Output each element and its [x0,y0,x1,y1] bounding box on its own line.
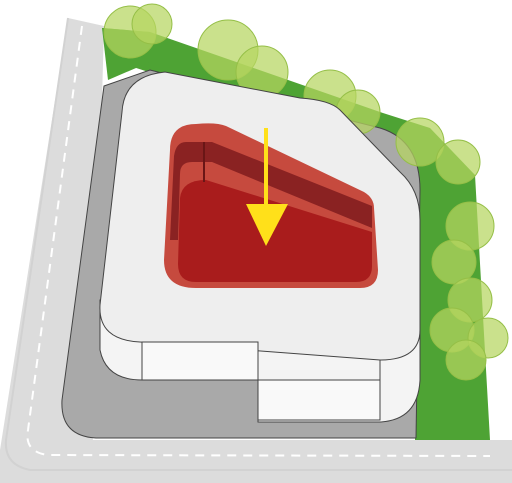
grass-area [102,28,490,440]
arrow-head [246,204,288,246]
courtyard-wall [170,142,372,240]
facade-panel-left [141,341,259,381]
arrow-down-icon [246,128,288,246]
facade-panel-right [257,379,381,421]
road-edge [4,17,512,471]
tree-icon [435,139,481,185]
road [0,17,512,483]
road-marking [26,25,491,457]
tree-icon [131,3,173,45]
tree-icon [431,239,477,285]
tree-icon [395,117,445,167]
courtyard-floor [178,180,372,282]
facade-line [141,342,381,420]
road-surface [0,18,512,483]
tree-icon [445,339,487,381]
